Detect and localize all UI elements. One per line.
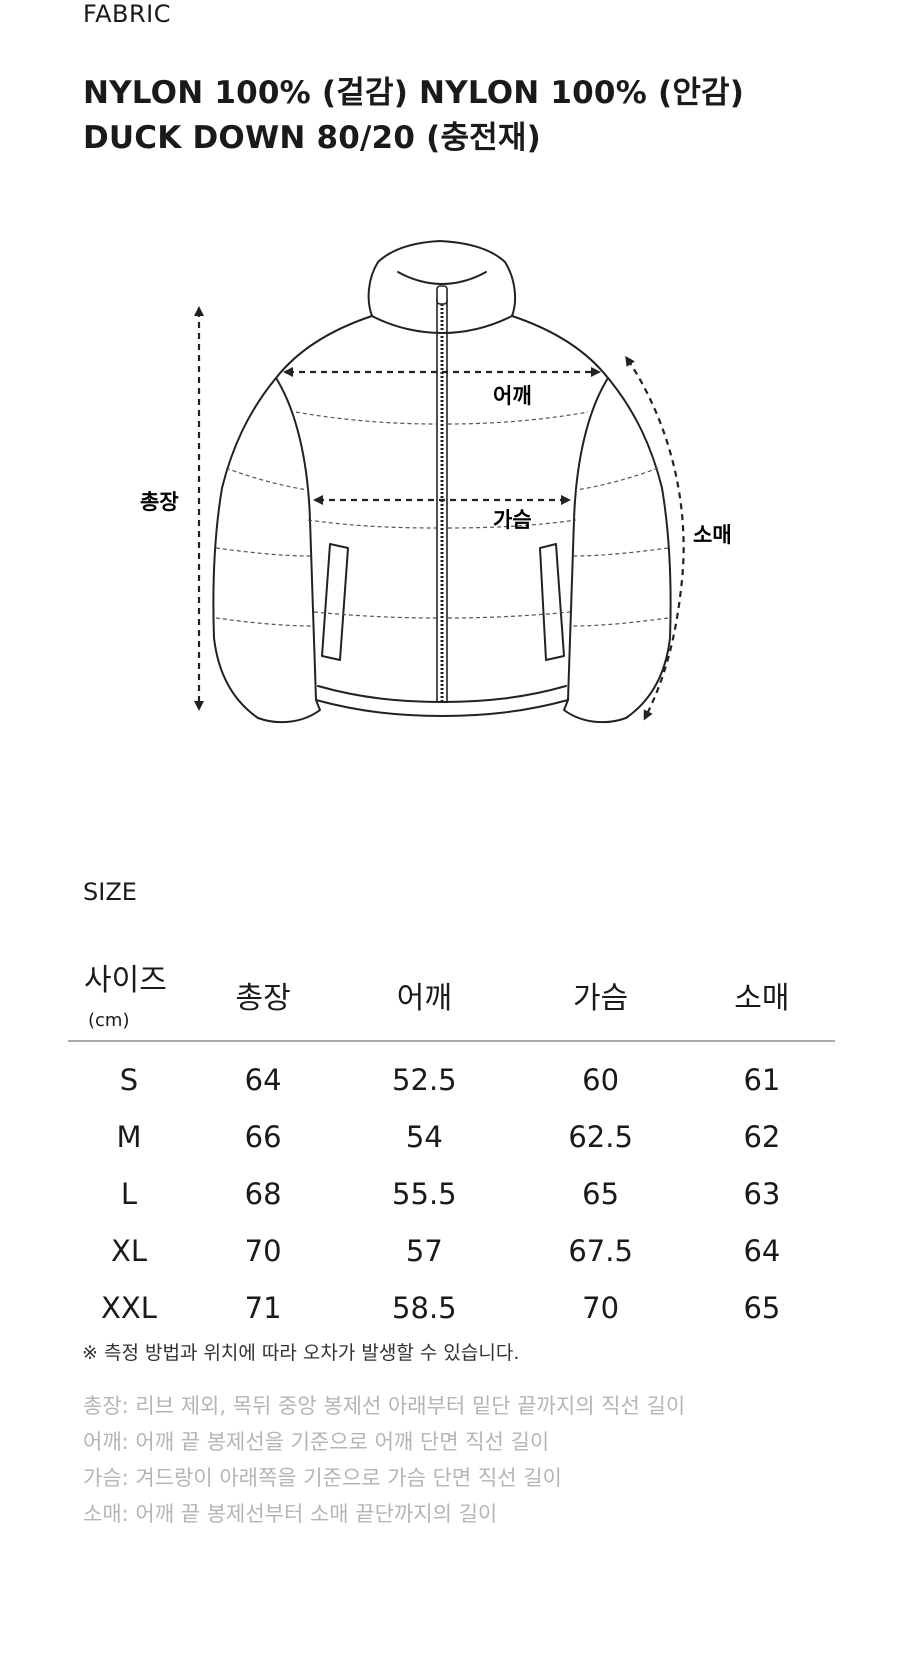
cell-length: 71 (244, 1290, 282, 1325)
fabric-composition-line-1: NYLON 100% (겉감) NYLON 100% (안감) (83, 75, 745, 111)
definition-sleeve: 소매: 어깨 끝 봉제선부터 소매 끝단까지의 길이 (83, 1502, 498, 1526)
cell-size: M (116, 1119, 142, 1154)
table-row: M 66 54 62.5 62 (68, 1108, 835, 1165)
cell-shoulder: 57 (405, 1233, 443, 1268)
table-row: XL 70 57 67.5 64 (68, 1222, 835, 1279)
definition-shoulder: 어깨: 어깨 끝 봉제선을 기준으로 어깨 단면 직선 길이 (83, 1430, 550, 1454)
header-length: 총장 (190, 955, 337, 1042)
header-sleeve: 소매 (688, 955, 835, 1042)
sleeve-label: 소매 (693, 523, 732, 547)
measurement-arrows (194, 306, 685, 721)
header-unit: (cm) (88, 1010, 130, 1031)
fabric-composition-line-2: DUCK DOWN 80/20 (충전재) (83, 120, 541, 156)
cell-sleeve: 61 (743, 1062, 781, 1097)
cell-chest: 65 (582, 1176, 620, 1211)
fabric-heading: FABRIC (83, 0, 171, 28)
cell-length: 68 (244, 1176, 282, 1211)
length-label: 총장 (140, 490, 179, 514)
cell-size: XXL (101, 1290, 157, 1325)
header-size: 사이즈 (cm) (68, 955, 190, 1042)
cell-chest: 67.5 (568, 1233, 633, 1268)
cell-size: XL (110, 1233, 148, 1268)
cell-size: S (119, 1062, 139, 1097)
cell-shoulder: 52.5 (392, 1062, 457, 1097)
cell-sleeve: 65 (743, 1290, 781, 1325)
cell-length: 66 (244, 1119, 282, 1154)
size-heading: SIZE (83, 878, 137, 906)
measurement-disclaimer: ※ 측정 방법과 위치에 따라 오차가 발생할 수 있습니다. (82, 1342, 520, 1364)
definition-length: 총장: 리브 제외, 목뒤 중앙 봉제선 아래부터 밑단 끝까지의 직선 길이 (83, 1394, 686, 1418)
cell-length: 64 (244, 1062, 282, 1097)
cell-sleeve: 64 (743, 1233, 781, 1268)
cell-length: 70 (244, 1233, 282, 1268)
header-size-text: 사이즈 (84, 963, 167, 998)
shoulder-label: 어깨 (493, 384, 532, 408)
definition-chest: 가슴: 겨드랑이 아래쪽을 기준으로 가슴 단면 직선 길이 (83, 1466, 562, 1490)
quilting-lines (215, 411, 669, 627)
cell-size: L (120, 1176, 138, 1211)
chest-label: 가슴 (493, 508, 532, 532)
jacket-measurement-diagram: 총장 어깨 가슴 소매 (140, 240, 732, 724)
table-row: XXL 71 58.5 70 65 (68, 1279, 835, 1336)
cell-shoulder: 58.5 (392, 1290, 457, 1325)
header-chest: 가슴 (512, 955, 689, 1042)
size-table-header: 사이즈 (cm) 총장 어깨 가슴 소매 (68, 955, 835, 1042)
cell-shoulder: 54 (405, 1119, 443, 1154)
cell-chest: 70 (582, 1290, 620, 1325)
cell-sleeve: 63 (743, 1176, 781, 1211)
table-row: S 64 52.5 60 61 (68, 1041, 835, 1108)
zipper (436, 285, 448, 703)
cell-chest: 62.5 (568, 1119, 633, 1154)
sleeve-arrow (625, 355, 685, 721)
size-table: 사이즈 (cm) 총장 어깨 가슴 소매 S 64 52.5 60 61 M 66… (68, 955, 835, 1336)
cell-shoulder: 55.5 (392, 1176, 457, 1211)
header-shoulder: 어깨 (336, 955, 513, 1042)
table-row: L 68 55.5 65 63 (68, 1165, 835, 1222)
cell-sleeve: 62 (743, 1119, 781, 1154)
cell-chest: 60 (582, 1062, 620, 1097)
